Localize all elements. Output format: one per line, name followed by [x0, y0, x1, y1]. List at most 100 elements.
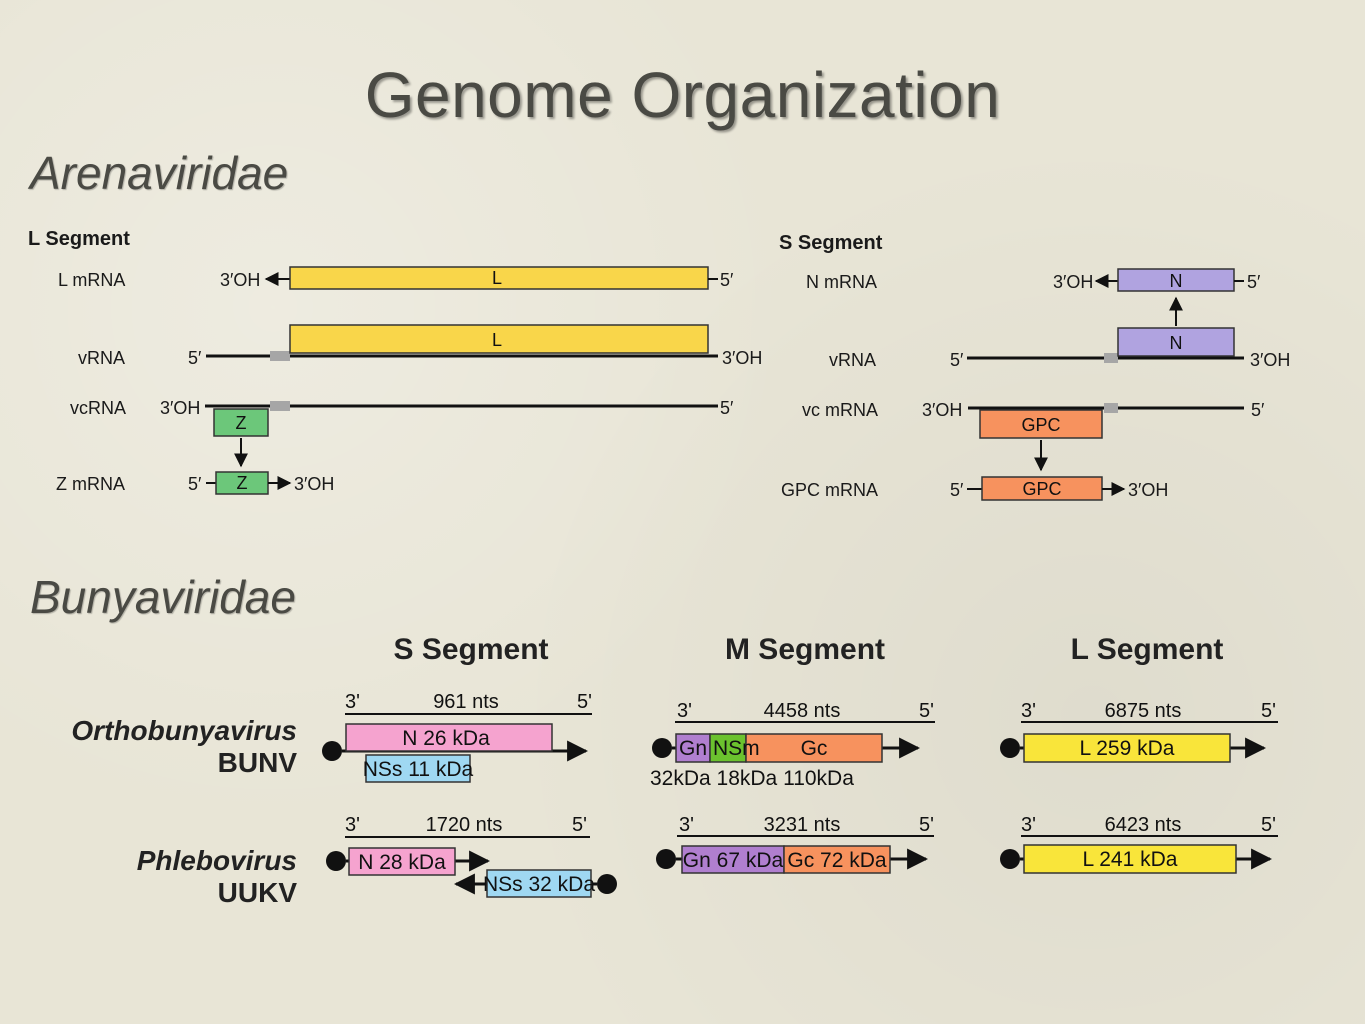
segment-length: 6875 nts	[1105, 700, 1182, 722]
protein-label-nsm: NSm	[713, 737, 760, 760]
virus-abbr-uukv: UUKV	[218, 877, 298, 908]
gene-label-z: Z	[237, 473, 248, 493]
bunya-s-segment-heading: S Segment	[393, 633, 548, 666]
row-label-l-mrna: L mRNA	[58, 270, 125, 290]
panhandle-dot	[1000, 738, 1020, 758]
virus-labels: Orthobunyavirus BUNV Phlebovirus UUKV	[71, 715, 297, 908]
panhandle-dot	[597, 874, 617, 894]
end-5prime: 5'	[919, 814, 934, 836]
end-5prime: 5'	[577, 691, 592, 713]
gene-label-z: Z	[236, 413, 247, 433]
arena-l-segment-heading: L Segment	[28, 228, 130, 250]
virus-genus-phlebovirus: Phlebovirus	[137, 845, 297, 876]
virus-abbr-bunv: BUNV	[218, 747, 298, 778]
end-3oh: 3′OH	[220, 270, 260, 290]
protein-label-gc: Gc 72 kDa	[787, 849, 887, 872]
protein-label-gn: Gn 67 kDa	[683, 849, 784, 872]
end-5prime: 5′	[188, 474, 202, 494]
gene-label-n: N	[1170, 271, 1183, 291]
protein-box-l	[1023, 844, 1237, 874]
igr-linker	[1104, 403, 1118, 413]
row-label-n-mrna: N mRNA	[806, 272, 877, 292]
panhandle-dot	[322, 741, 342, 761]
segment-length: 1720 nts	[426, 814, 503, 836]
end-5prime: 5′	[1247, 272, 1261, 292]
section-heading-bunyaviridae: Bunyaviridae	[30, 571, 296, 623]
protein-box-n	[345, 723, 553, 752]
igr-linker	[270, 401, 290, 411]
protein-label-l: L 241 kDa	[1083, 848, 1178, 871]
protein-label-l: L 259 kDa	[1080, 737, 1175, 760]
protein-box-gc	[745, 733, 883, 763]
gene-label-l: L	[492, 268, 502, 288]
uukv-m-segment: 3' 3231 nts 5' Gn 67 kDa Gc 72 kDa	[656, 814, 934, 874]
end-5prime: 5'	[1261, 814, 1276, 836]
row-label-vrna: vRNA	[78, 348, 125, 368]
gene-box-n-vrna	[1117, 327, 1235, 357]
virus-genus-orthobunyavirus: Orthobunyavirus	[71, 715, 297, 746]
gene-label-gpc: GPC	[1022, 479, 1061, 499]
end-3prime: 3'	[679, 814, 694, 836]
end-3prime: 3'	[1021, 700, 1036, 722]
row-label-z-mrna: Z mRNA	[56, 474, 125, 494]
end-3prime: 3'	[345, 814, 360, 836]
gene-label-n: N	[1170, 333, 1183, 353]
protein-label-n: N 26 kDa	[402, 727, 490, 750]
end-3prime: 3'	[1021, 814, 1036, 836]
end-5prime: 5′	[188, 348, 202, 368]
arena-s-segment: S Segment N mRNA 3′OH N 5′ vRNA 5′ N 3′O…	[779, 232, 1290, 501]
gene-label-gpc: GPC	[1021, 415, 1060, 435]
protein-label-n: N 28 kDa	[358, 851, 446, 874]
panhandle-dot	[656, 849, 676, 869]
end-3oh: 3′OH	[1053, 272, 1093, 292]
end-5prime: 5′	[950, 350, 964, 370]
bunya-segment-headings: S Segment M Segment L Segment	[393, 633, 1223, 666]
bunv-m-segment: 3' 4458 nts 5' Gn NSm Gc 32kDa 18kDa 110…	[650, 700, 935, 790]
protein-box-nss	[365, 754, 471, 783]
end-3oh: 3′OH	[294, 474, 334, 494]
protein-box-l	[1023, 733, 1231, 763]
end-5prime: 5′	[1251, 400, 1265, 420]
end-3prime: 3'	[345, 691, 360, 713]
igr-linker	[1104, 353, 1118, 363]
gene-label-l: L	[492, 330, 502, 350]
protein-sizes: 32kDa 18kDa 110kDa	[650, 767, 854, 790]
bunya-m-segment-heading: M Segment	[725, 633, 885, 666]
uukv-l-segment: 3' 6423 nts 5' L 241 kDa	[1000, 814, 1278, 874]
protein-label-gc: Gc	[801, 737, 828, 760]
segment-length: 6423 nts	[1105, 814, 1182, 836]
end-3oh: 3′OH	[922, 400, 962, 420]
protein-label-nss: NSs 32 kDa	[483, 873, 595, 896]
arena-l-segment: L Segment L mRNA 3′OH L 5′ vRNA 5′ L 3′O…	[28, 228, 762, 495]
end-5prime: 5′	[720, 270, 734, 290]
slide-title: Genome Organization	[364, 59, 1001, 131]
end-5prime: 5'	[572, 814, 587, 836]
uukv-s-segment: 3' 1720 nts 5' N 28 kDa NSs 32 kDa	[326, 814, 617, 898]
row-label-vc-mrna: vc mRNA	[802, 400, 878, 420]
bunv-s-segment: 3' 961 nts 5' N 26 kDa NSs 11 kDa	[322, 691, 592, 783]
igr-linker	[270, 351, 290, 361]
end-5prime: 5'	[1261, 700, 1276, 722]
end-3oh: 3′OH	[1128, 480, 1168, 500]
protein-box-nsm	[709, 733, 747, 763]
end-3oh: 3′OH	[722, 348, 762, 368]
protein-label-nss: NSs 11 kDa	[363, 758, 474, 781]
protein-box-n	[348, 847, 456, 876]
end-5prime: 5'	[919, 700, 934, 722]
panhandle-dot	[1000, 849, 1020, 869]
end-5prime: 5′	[720, 398, 734, 418]
protein-box-gc	[783, 845, 891, 874]
panhandle-dot	[652, 738, 672, 758]
end-5prime: 5′	[950, 480, 964, 500]
bunv-l-segment: 3' 6875 nts 5' L 259 kDa	[1000, 700, 1278, 763]
row-label-vcrna: vcRNA	[70, 398, 126, 418]
gene-box-l-vrna	[289, 324, 709, 354]
segment-length: 3231 nts	[764, 814, 841, 836]
section-heading-arenaviridae: Arenaviridae	[30, 147, 289, 199]
end-3oh: 3′OH	[1250, 350, 1290, 370]
panhandle-dot	[326, 851, 346, 871]
row-label-gpc-mrna: GPC mRNA	[781, 480, 878, 500]
gene-box-gpc-vc	[979, 409, 1103, 439]
row-label-vrna: vRNA	[829, 350, 876, 370]
